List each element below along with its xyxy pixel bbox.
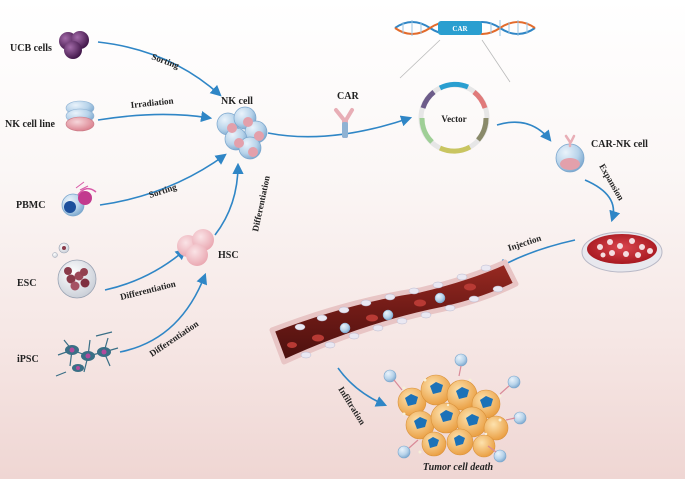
ucb-cells-icon (59, 31, 89, 59)
ipsc-icon (55, 331, 119, 377)
tumor-cluster-icon (383, 353, 527, 463)
car-receptor-icon (334, 108, 354, 138)
pbmc-sorting-label: Sorting (148, 181, 179, 199)
insert-guide-left (399, 39, 441, 79)
car-label: CAR (337, 91, 359, 102)
ucb-sorting-label: Sorting (150, 51, 181, 70)
petri-dish-icon (581, 231, 663, 273)
nk-cell-label: NK cell (221, 96, 253, 107)
pbmc-icon (61, 181, 97, 217)
arrow-pbmc-to-nk (99, 153, 227, 206)
pbmc-label: PBMC (16, 200, 45, 211)
nk-cell-cluster-icon (216, 106, 268, 160)
arrow-ucb-to-nk (97, 41, 222, 97)
nk-cell-line-icon (65, 100, 95, 132)
ucb-label: UCB cells (10, 43, 52, 54)
car-nk-label: CAR-NK cell (591, 139, 648, 150)
dna-car-label: CAR (452, 25, 468, 33)
car-nk-cell-icon (555, 134, 585, 173)
hsc-icon (177, 229, 214, 266)
nk-line-label: NK cell line (5, 119, 56, 130)
esc-label: ESC (17, 278, 36, 289)
hsc-label: HSC (218, 250, 239, 261)
arrow-vector-to-carnk (496, 121, 552, 142)
arrow-nkline-to-nk (97, 111, 213, 123)
irradiation-label: Irradiation (130, 96, 174, 110)
arrow-ipsc-to-hsc (119, 272, 208, 353)
esc-differentiation-label: Differentiation (119, 278, 177, 301)
outcome-label: Tumor cell death (423, 462, 494, 473)
arrow-hsc-to-nk (214, 162, 244, 236)
vector-plasmid-icon (418, 81, 490, 154)
infiltration-label: Infiltration (336, 385, 367, 427)
expansion-label: Expansion (597, 162, 626, 202)
esc-icon (52, 242, 97, 299)
vector-label: Vector (441, 114, 466, 124)
ipsc-label: iPSC (17, 354, 39, 365)
arrow-esc-to-hsc (104, 248, 187, 291)
blood-vessel-icon (269, 259, 519, 365)
arrow-nk-to-vector (267, 115, 413, 138)
hsc-differentiation-label: Differentiation (250, 175, 272, 233)
dna-helix-icon (394, 20, 536, 36)
arrow-vessel-to-tumor (337, 367, 388, 407)
arrow-carnk-to-dish (584, 179, 621, 223)
insert-guide-right (481, 39, 511, 83)
